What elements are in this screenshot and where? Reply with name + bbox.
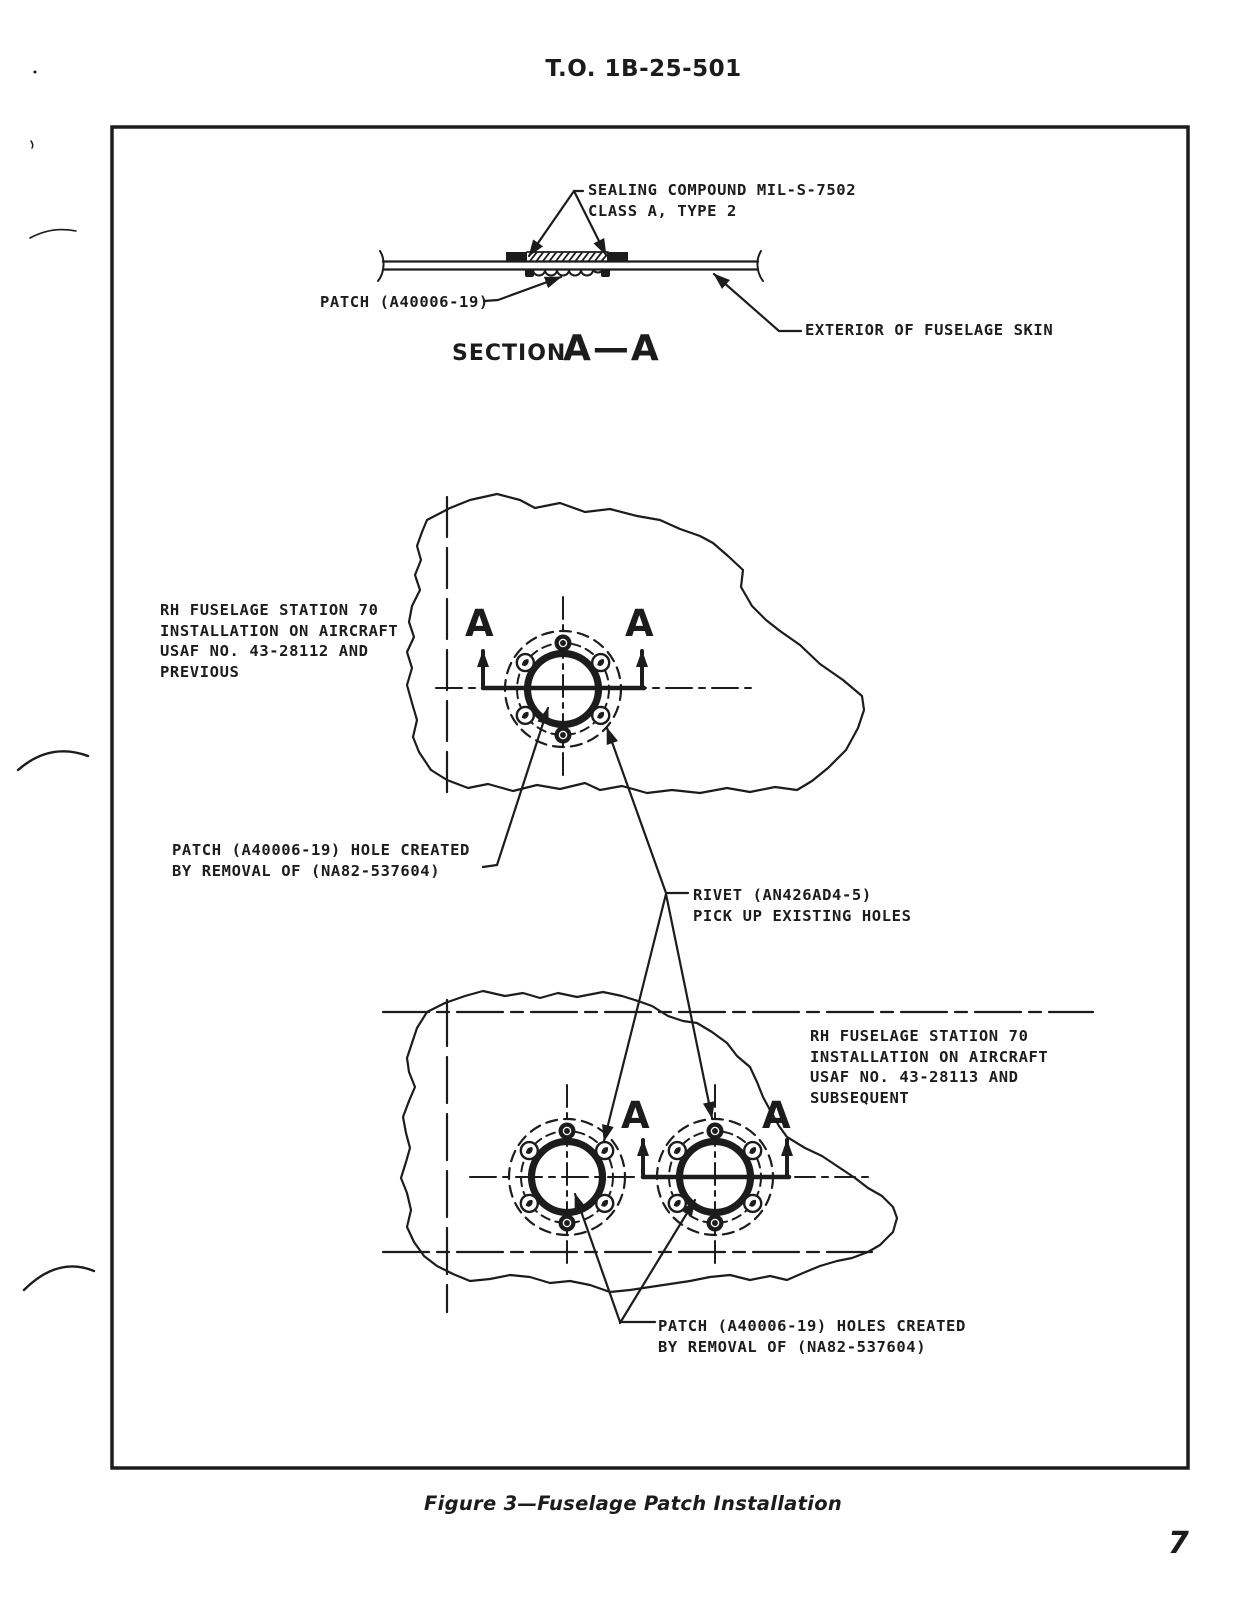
section-marker-a-bottom-right: A xyxy=(762,1094,791,1137)
installation-subsequent-label: RH FUSELAGE STATION 70 INSTALLATION ON A… xyxy=(810,1027,1049,1107)
page-number: 7 xyxy=(1168,1526,1189,1561)
figure-border xyxy=(110,125,1190,1470)
patch-holes-leader-left xyxy=(573,1192,657,1324)
lower-skin-panel-drawing xyxy=(381,989,1095,1325)
section-marker-a-top-right: A xyxy=(625,602,654,645)
exterior-skin-label: EXTERIOR OF FUSELAGE SKIN xyxy=(805,321,1054,339)
section-marker-a-top-left: A xyxy=(465,602,494,645)
installation-previous-label: RH FUSELAGE STATION 70 INSTALLATION ON A… xyxy=(160,601,399,681)
upper-skin-panel-drawing xyxy=(405,492,866,869)
sealing-compound-leader-left xyxy=(527,189,585,258)
patch-hole-leader xyxy=(481,706,550,869)
patch-holes-leader-right xyxy=(618,1198,697,1325)
patch-hole-label: PATCH (A40006-19) HOLE CREATED BY REMOVA… xyxy=(172,841,470,880)
section-title: SECTION xyxy=(452,341,567,366)
section-aa-drawing xyxy=(377,189,803,333)
sealing-compound-leader-right xyxy=(572,189,608,257)
patch-holes-label: PATCH (A40006-19) HOLES CREATED BY REMOV… xyxy=(658,1317,966,1356)
sealing-compound-label: SEALING COMPOUND MIL-S-7502 CLASS A, TYP… xyxy=(588,181,857,220)
section-marker-a-bottom-left: A xyxy=(621,1094,650,1137)
section-name: A—A xyxy=(563,328,661,369)
figure-caption: Figure 3—Fuselage Patch Installation xyxy=(424,1492,843,1515)
exterior-skin-leader xyxy=(712,272,803,333)
rivet-leaders xyxy=(602,726,715,1143)
scan-artifacts xyxy=(16,70,96,1292)
patch-leader xyxy=(482,275,563,303)
patch-label: PATCH (A40006-19) xyxy=(320,293,489,311)
rivet-label: RIVET (AN426AD4-5) PICK UP EXISTING HOLE… xyxy=(693,886,912,925)
page-title: T.O. 1B-25-501 xyxy=(545,56,742,82)
